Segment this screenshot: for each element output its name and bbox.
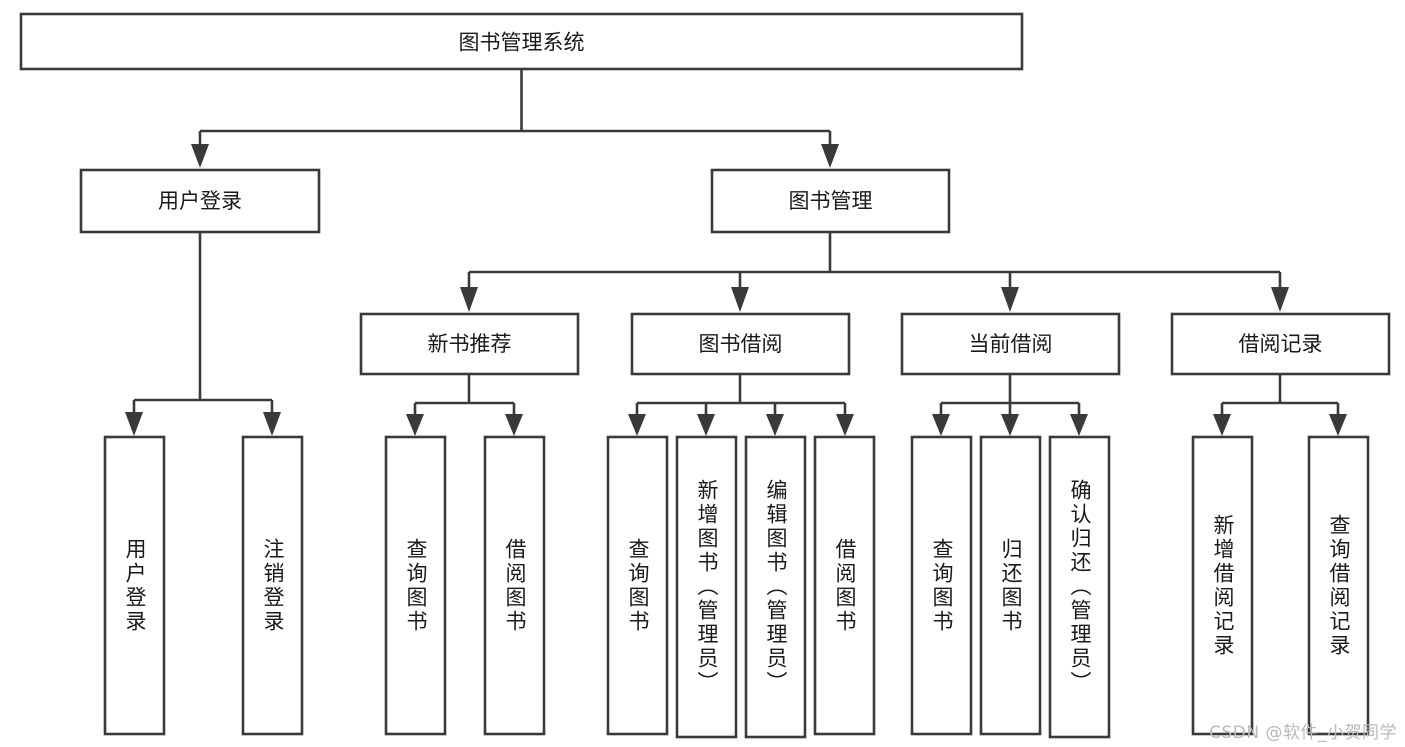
node-current-borrow[interactable]: 当前借阅 bbox=[900, 312, 1121, 376]
leaf-box-rec-query[interactable] bbox=[384, 435, 447, 736]
node-book-manage-label: 图书管理 bbox=[789, 189, 873, 213]
node-root[interactable]: 图书管理系统 bbox=[19, 12, 1024, 71]
leaf-box-borrow-lend[interactable] bbox=[813, 435, 876, 736]
leaf-box-cur-return[interactable] bbox=[979, 435, 1042, 736]
leaf-box-user-login[interactable] bbox=[103, 435, 166, 736]
connector-root-to-level2 bbox=[191, 69, 839, 168]
node-borrow-record[interactable]: 借阅记录 bbox=[1170, 312, 1391, 376]
leaf-boxes bbox=[103, 435, 1370, 739]
leaf-box-borrow-edit[interactable] bbox=[744, 435, 807, 739]
leaf-box-rec-add[interactable] bbox=[1191, 435, 1254, 736]
node-book-borrow-label: 图书借阅 bbox=[699, 332, 783, 356]
node-new-book-rec[interactable]: 新书推荐 bbox=[359, 312, 580, 376]
node-root-label: 图书管理系统 bbox=[459, 31, 585, 55]
connector-newbookrec-to-leaves bbox=[406, 374, 523, 436]
leaf-box-borrow-query[interactable] bbox=[606, 435, 669, 736]
connector-currentborrow-to-leaves bbox=[932, 374, 1088, 436]
connector-userlogin-to-leaves bbox=[125, 232, 281, 436]
node-current-borrow-label: 当前借阅 bbox=[969, 332, 1053, 356]
leaf-box-cur-query[interactable] bbox=[910, 435, 973, 736]
leaf-box-borrow-add[interactable] bbox=[675, 435, 738, 739]
node-book-manage[interactable]: 图书管理 bbox=[710, 168, 951, 234]
connector-borrowrecord-to-leaves bbox=[1213, 374, 1347, 436]
connector-bookborrow-to-leaves bbox=[628, 374, 854, 436]
node-book-borrow[interactable]: 图书借阅 bbox=[630, 312, 851, 376]
node-user-login[interactable]: 用户登录 bbox=[79, 168, 321, 234]
leaf-box-user-logout[interactable] bbox=[241, 435, 304, 736]
node-borrow-record-label: 借阅记录 bbox=[1239, 332, 1323, 356]
leaf-box-rec-search[interactable] bbox=[1307, 435, 1370, 736]
connector-bookmanage-to-level3 bbox=[460, 232, 1289, 312]
csdn-watermark: CSDN @软件_小贺同学 bbox=[1209, 723, 1397, 743]
node-new-book-rec-label: 新书推荐 bbox=[428, 332, 512, 356]
leaf-box-cur-confirm[interactable] bbox=[1048, 435, 1111, 739]
leaf-box-rec-borrow[interactable] bbox=[483, 435, 546, 736]
node-user-login-label: 用户登录 bbox=[158, 189, 242, 213]
